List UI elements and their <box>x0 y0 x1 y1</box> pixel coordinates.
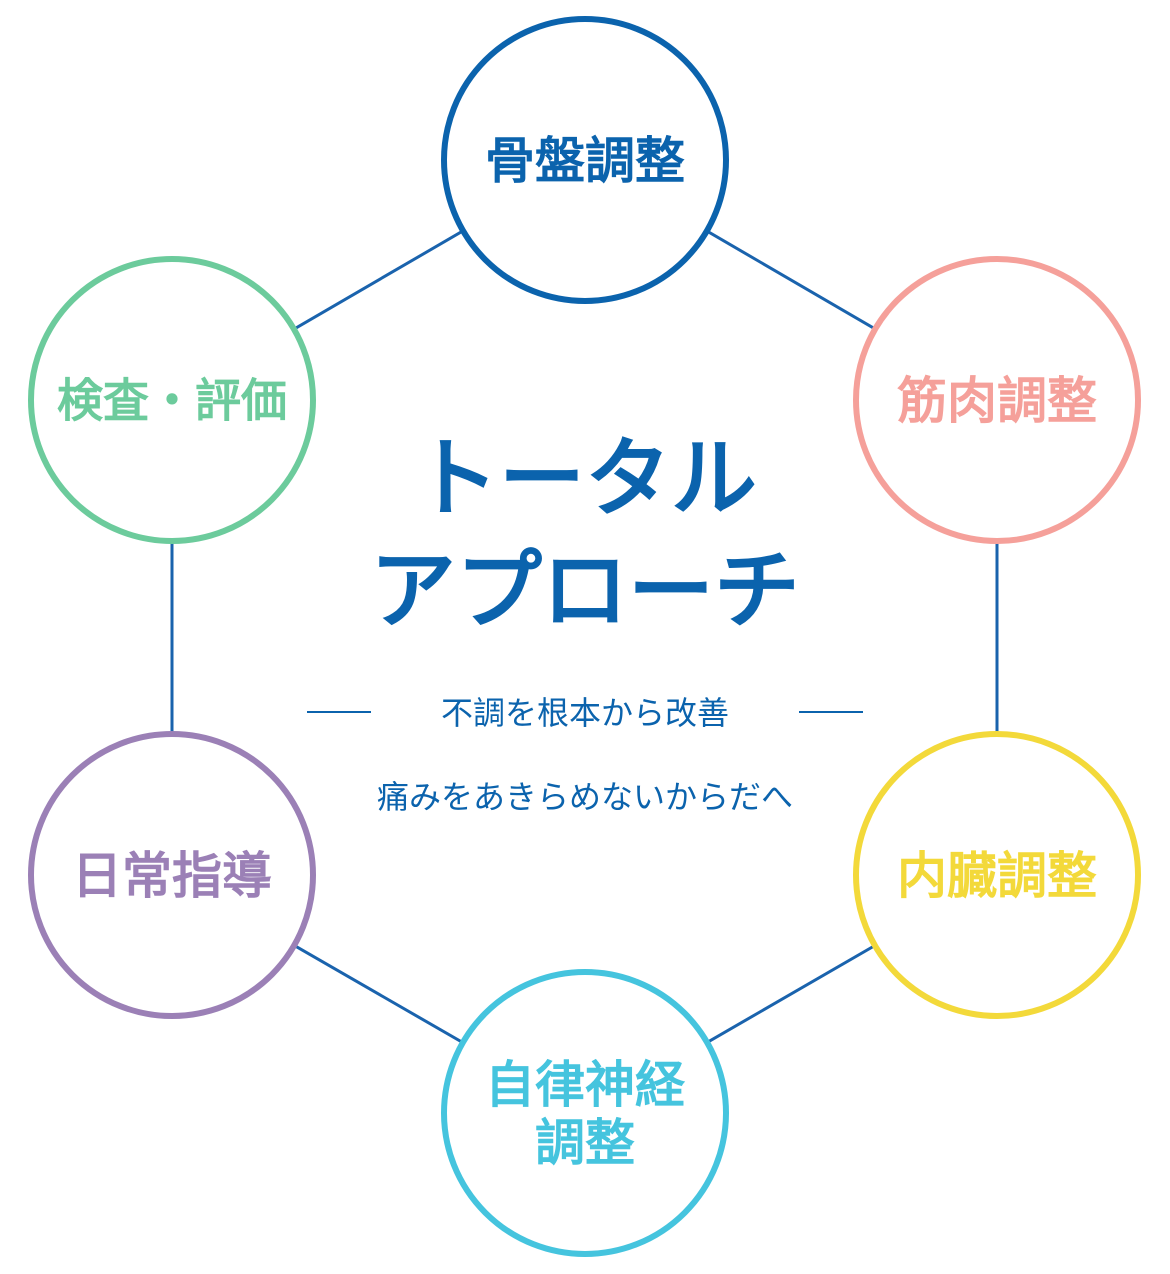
center-title-line-2: アプローチ <box>370 541 800 641</box>
node-circle-exam <box>28 256 316 544</box>
node-circle-autonomic <box>441 969 729 1257</box>
node-circle-daily <box>28 731 316 1019</box>
node-circle-organ <box>853 731 1141 1019</box>
node-label-exam: 検査・評価 <box>57 374 287 428</box>
center-block: トータル アプローチ 不調を根本から改善 痛みをあきらめないからだへ <box>307 429 863 816</box>
node-label-autonomic-2: 調整 <box>535 1114 635 1172</box>
center-subtitle: 不調を根本から改善 <box>441 694 729 732</box>
node-bone: 骨盤調整 <box>441 16 729 304</box>
node-circle-muscle <box>853 256 1141 544</box>
center-title-line-1: トータル <box>413 429 757 529</box>
node-circle-bone <box>441 16 729 304</box>
node-exam: 検査・評価 <box>28 256 316 544</box>
node-label-daily: 日常指導 <box>72 847 272 905</box>
node-label-organ: 内臓調整 <box>897 847 1097 905</box>
node-label-bone: 骨盤調整 <box>485 132 685 190</box>
node-muscle: 筋肉調整 <box>853 256 1141 544</box>
node-organ: 内臓調整 <box>853 731 1141 1019</box>
center-tagline: 痛みをあきらめないからだへ <box>377 778 793 816</box>
node-label-muscle: 筋肉調整 <box>897 372 1097 430</box>
node-daily: 日常指導 <box>28 731 316 1019</box>
node-label-autonomic-1: 自律神経 <box>485 1056 686 1114</box>
